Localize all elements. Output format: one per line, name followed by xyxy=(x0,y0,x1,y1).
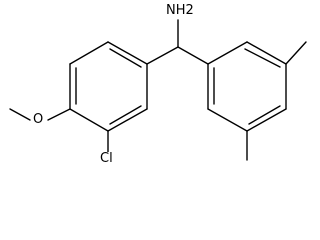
bond-center-to-ringB xyxy=(177,46,209,65)
bond-ringA-to-center xyxy=(146,46,179,65)
ringB-double-2 xyxy=(248,105,281,125)
chloro-label: Cl xyxy=(99,151,114,166)
methoxy-bond-O-CH3 xyxy=(9,108,31,121)
ringB-bond-5 xyxy=(207,108,248,132)
ringA-double-1 xyxy=(109,48,142,68)
methoxy-bond-ring-O xyxy=(47,108,71,121)
ringB-bond-2 xyxy=(246,41,287,65)
ringA-bond-6 xyxy=(69,41,109,65)
bond-structure xyxy=(9,19,307,161)
amine-label: NH2 xyxy=(165,3,195,18)
ringA-bond-3 xyxy=(107,108,148,132)
oxygen-label: O xyxy=(32,112,45,127)
methyl-bond-top xyxy=(285,41,307,65)
ringB-bond-1 xyxy=(207,41,248,65)
ringA-bond-4 xyxy=(69,108,109,132)
ringA-bond-1 xyxy=(107,41,148,65)
molecule-diagram: NH2 Cl O xyxy=(9,3,307,166)
ringB-bond-4 xyxy=(246,108,287,132)
ringA-double-2 xyxy=(109,105,142,125)
ringB-double-1 xyxy=(244,48,281,68)
